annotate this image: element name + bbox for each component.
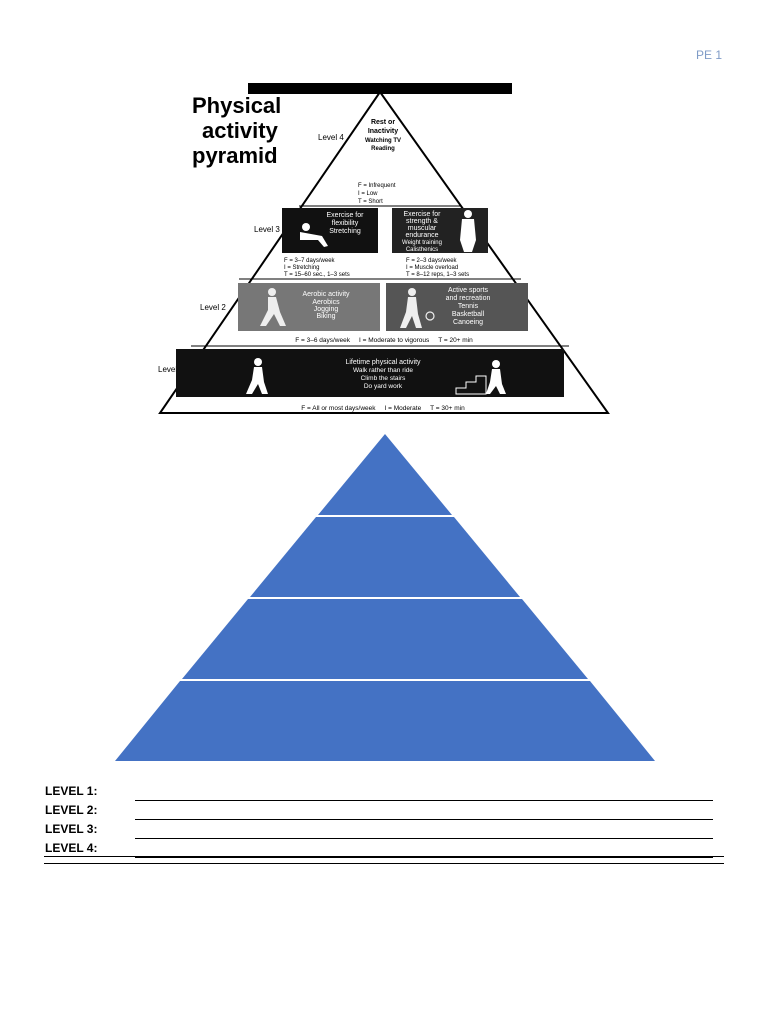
level4-line-4: Reading (371, 146, 395, 152)
level2-left-line-2: Aerobics (312, 299, 340, 306)
level2-left-line-4: Biking (316, 313, 335, 320)
level2-left-line-1: Aerobic activity (302, 291, 350, 298)
level2-label: Level 2 (200, 303, 226, 312)
divider-line-bottom (44, 863, 724, 864)
level2-right-line-5: Canoeing (453, 319, 483, 326)
blank-pyramid-tier-1 (115, 681, 655, 761)
level4-fit-f: F = Infrequent (358, 183, 396, 189)
divider-line-top (44, 856, 724, 857)
level-2-row: LEVEL 2: (45, 803, 725, 821)
level2-right-line-3: Tennis (458, 303, 479, 310)
figure-title-line-2: activity (202, 118, 279, 143)
level3-right-fit-i: I = Muscle overload (406, 265, 458, 271)
blank-pyramid (110, 432, 660, 764)
level1-line-1: Lifetime physical activity (345, 359, 421, 366)
level-3-label: LEVEL 3: (45, 822, 97, 836)
physical-activity-pyramid-figure: Physical activity pyramid Level 4 Rest o… (150, 80, 620, 420)
level-3-row: LEVEL 3: (45, 822, 725, 840)
level3-right-line-3: muscular (408, 225, 437, 232)
level-4-label: LEVEL 4: (45, 841, 97, 855)
level3-right-fit-f: F = 2–3 days/week (406, 258, 458, 264)
level2-fit: F = 3–6 days/week I = Moderate to vigoro… (295, 337, 473, 344)
level4-label: Level 4 (318, 133, 344, 142)
level3-left-fit-i: I = Stretching (284, 265, 320, 271)
level-2-answer-line[interactable] (135, 819, 713, 820)
level2-left-line-3: Jogging (314, 306, 339, 313)
level3-right-line-2: strength & (406, 218, 438, 225)
level3-label: Level 3 (254, 225, 280, 234)
level-1-answer-line[interactable] (135, 800, 713, 801)
level4-line-1: Rest or (371, 119, 395, 126)
level1-line-4: Do yard work (364, 383, 403, 390)
level3-left-fit-f: F = 3–7 days/week (284, 258, 336, 264)
level1-fit: F = All or most days/week I = Moderate T… (301, 405, 465, 412)
level4-fit-i: I = Low (358, 191, 378, 197)
level2-right-line-2: and recreation (446, 295, 491, 302)
level3-left-fit-t: T = 15–60 sec., 1–3 sets (284, 272, 350, 278)
level-4-answer-line[interactable] (135, 857, 713, 858)
page-header-tag: PE 1 (696, 48, 722, 62)
figure-title-line-3: pyramid (192, 143, 278, 168)
level-3-answer-line[interactable] (135, 838, 713, 839)
figure-title-line-1: Physical (192, 93, 281, 118)
level4-line-2: Inactivity (368, 128, 398, 135)
level4-line-3: Watching TV (365, 138, 401, 144)
level3-left-line-2: flexibility (332, 220, 359, 227)
level3-left-line-1: Exercise for (327, 212, 365, 219)
level3-right-line-1: Exercise for (404, 211, 442, 218)
level-1-label: LEVEL 1: (45, 784, 97, 798)
level3-right-fit-t: T = 8–12 reps, 1–3 sets (406, 272, 469, 278)
level2-right-line-1: Active sports (448, 287, 489, 294)
level-2-label: LEVEL 2: (45, 803, 97, 817)
level1-line-3: Climb the stairs (361, 375, 407, 382)
level1-line-2: Walk rather than ride (353, 367, 413, 374)
level3-right-line-5: Weight training (402, 240, 442, 246)
level3-left-line-3: Stretching (329, 228, 361, 235)
blank-pyramid-tier-3 (250, 517, 520, 597)
blank-pyramid-tier-4 (318, 434, 452, 515)
level3-right-line-6: Calisthenics (406, 247, 438, 253)
level-1-row: LEVEL 1: (45, 784, 725, 802)
level4-fit-t: T = Short (358, 199, 383, 205)
level3-right-line-4: endurance (405, 232, 438, 239)
level2-right-line-4: Basketball (452, 311, 485, 318)
blank-pyramid-tier-2 (182, 599, 588, 679)
